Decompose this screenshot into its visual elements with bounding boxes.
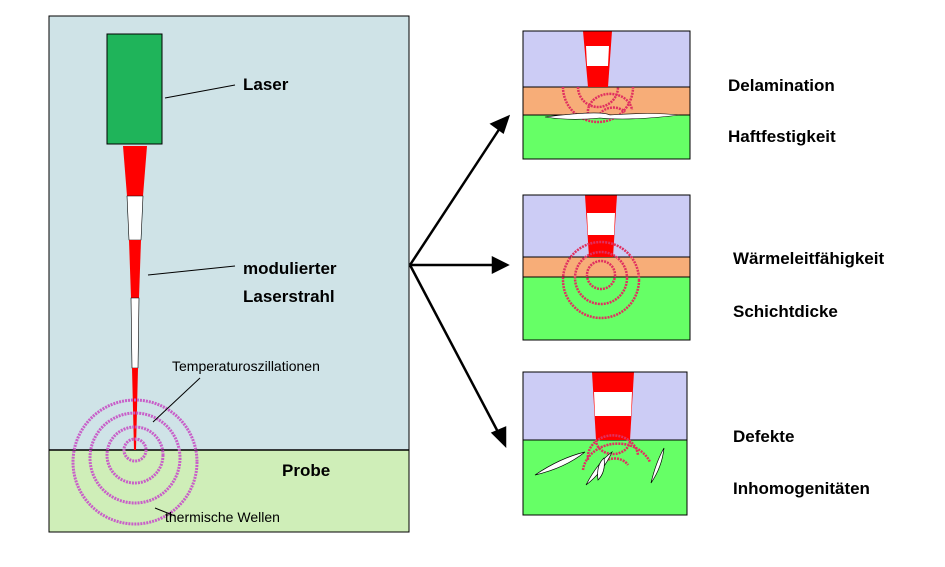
- beam-white-gap: [587, 213, 615, 235]
- arrow-to-case-3: [408, 264, 500, 433]
- case-panel-2: Wärmeleitfähigkeit Schichtdicke: [522, 194, 884, 341]
- case-2-label-2: Schichtdicke: [733, 302, 838, 321]
- beam-label-line1: modulierter: [243, 259, 337, 278]
- case-2-label-1: Wärmeleitfähigkeit: [733, 249, 884, 268]
- oscillation-label: Temperaturoszillationen: [172, 358, 320, 374]
- wave-ring: [88, 411, 182, 505]
- oscillation-leader-line: [152, 377, 201, 423]
- wave-ring: [105, 425, 165, 485]
- arrow-to-case-1: [408, 127, 502, 266]
- wave-arcs: [561, 86, 635, 124]
- wave-rings: [561, 240, 641, 320]
- arrowhead: [490, 426, 507, 449]
- case-frame: [522, 194, 691, 341]
- beam-label-line2: Laserstrahl: [243, 287, 335, 306]
- arrowhead: [491, 255, 510, 275]
- coating-layer: [523, 257, 690, 277]
- defects: [534, 447, 665, 486]
- air-region: [48, 15, 410, 451]
- wave-ring: [71, 398, 199, 526]
- laser-source: [106, 33, 163, 145]
- case-1-label-1: Delamination: [728, 76, 835, 95]
- thermal-waves: [71, 398, 199, 526]
- waves-label: thermische Wellen: [165, 509, 280, 525]
- arrows: [408, 114, 511, 449]
- substrate-layer: [523, 277, 690, 340]
- laser-beam: [123, 146, 147, 450]
- case-frame: [522, 30, 691, 160]
- sample-label: Probe: [282, 461, 330, 480]
- laser-leader-line: [164, 84, 236, 99]
- arrowhead: [489, 114, 511, 135]
- case-panel-3: Defekte Inhomogenitäten: [522, 371, 870, 516]
- case-3-label-2: Inhomogenitäten: [733, 479, 870, 498]
- defect-crack: [597, 457, 605, 481]
- case-3-label-1: Defekte: [733, 427, 794, 446]
- main-panel: Laser modulierter Laserstrahl Temperatur…: [48, 15, 410, 533]
- beam-segment-white: [130, 297, 140, 369]
- wave-ring: [122, 437, 148, 463]
- delamination-gap: [544, 112, 681, 120]
- case-frame: [522, 371, 688, 516]
- beam-segment-white: [126, 195, 144, 241]
- substrate-layer: [523, 115, 690, 159]
- beam-leader-line: [147, 265, 236, 276]
- waves-leader-line: [154, 507, 176, 517]
- beam-segment-red: [132, 368, 138, 450]
- beam-segment-red: [129, 240, 141, 298]
- laser-label: Laser: [243, 75, 289, 94]
- coating-layer: [523, 87, 690, 115]
- defect-crack: [534, 451, 586, 476]
- case-panel-1: Delamination Haftfestigkeit: [522, 30, 836, 160]
- beam-segment-red: [123, 146, 147, 196]
- beam-white-gap: [586, 46, 609, 66]
- case-1-label-2: Haftfestigkeit: [728, 127, 836, 146]
- beam-white-gap: [594, 392, 632, 416]
- defect-crack: [650, 447, 665, 484]
